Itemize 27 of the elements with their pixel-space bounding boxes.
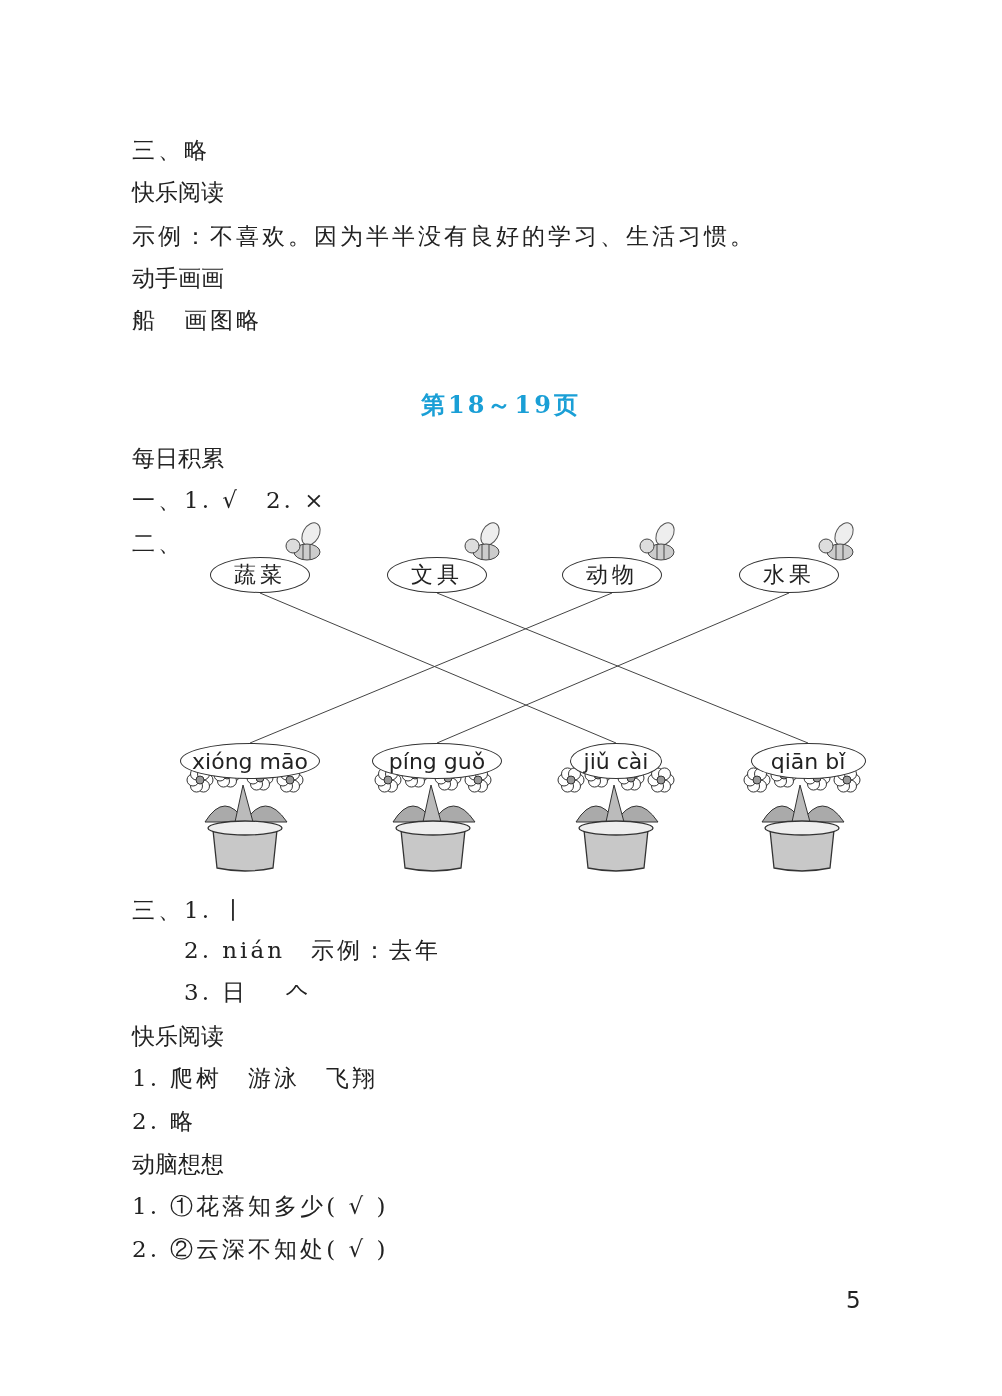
oval-label: xióng māo xyxy=(180,743,320,779)
answer-line: 一、1. √ 2. × xyxy=(132,486,327,515)
answer-line: 二、 xyxy=(132,529,184,558)
oval-label: jiǔ cài xyxy=(570,743,662,779)
oval-label: píng guǒ xyxy=(372,743,502,779)
section-title: 第18～19页 xyxy=(421,390,581,419)
answer-line: 3. 日 𠆢 xyxy=(184,978,311,1007)
section-heading: 快乐阅读 xyxy=(132,178,224,207)
answer-line: 船 画图略 xyxy=(132,306,262,335)
section-heading: 快乐阅读 xyxy=(132,1022,224,1051)
answer-line: 三、1. 丨 xyxy=(132,896,249,925)
section-heading: 动脑想想 xyxy=(132,1150,224,1179)
answer-line: 2. ②云深不知处( √ ) xyxy=(132,1235,389,1264)
oval-label: 动物 xyxy=(562,557,662,593)
answer-line: 2. 略 xyxy=(132,1107,197,1136)
page-number: 5 xyxy=(846,1286,861,1315)
answer-line: 1. 爬树 游泳 飞翔 xyxy=(132,1064,379,1093)
oval-label: 蔬菜 xyxy=(210,557,310,593)
answer-line: 2. nián 示例：去年 xyxy=(184,936,441,965)
answer-line: 三、略 xyxy=(132,136,210,165)
oval-label: 文具 xyxy=(387,557,487,593)
section-heading: 动手画画 xyxy=(132,264,224,293)
answer-line: 示例：不喜欢。因为半半没有良好的学习、生活习惯。 xyxy=(132,222,756,251)
oval-label: 水果 xyxy=(739,557,839,593)
section-heading: 每日积累 xyxy=(132,444,224,473)
answer-line: 1. ①花落知多少( √ ) xyxy=(132,1192,389,1221)
oval-label: qiān bǐ xyxy=(750,743,866,779)
